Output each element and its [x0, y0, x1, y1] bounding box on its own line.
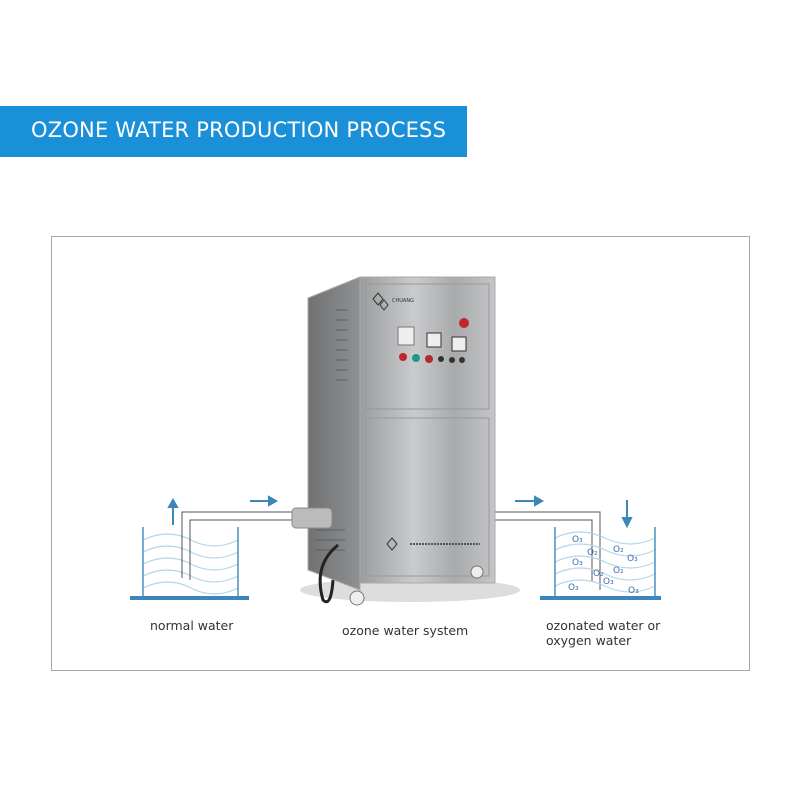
title-banner: OZONE WATER PRODUCTION PROCESS	[0, 106, 467, 157]
ozone-machine-image: CHUANG	[291, 276, 520, 606]
down-arrow-icon	[621, 500, 633, 529]
normal-water-label: normal water	[150, 618, 234, 633]
molecule-label: O₂	[587, 548, 598, 558]
outlet-pipe	[493, 511, 601, 590]
normal-water-tank	[130, 527, 249, 600]
ozonated-water-label-line2: oxygen water	[546, 633, 632, 648]
ozone-water-system-label: ozone water system	[342, 623, 469, 638]
diagram-frame	[51, 236, 750, 671]
molecule-label: O₂	[613, 566, 624, 576]
molecule-label: O₃	[603, 577, 614, 587]
molecule-label: O₂	[593, 569, 604, 579]
molecule-label: O₃	[628, 586, 639, 596]
right-arrow-icon	[250, 495, 545, 507]
molecule-label: O₂	[613, 545, 624, 555]
molecule-label: O₃	[627, 554, 638, 564]
up-arrow-icon	[167, 497, 179, 525]
inlet-pipe	[181, 511, 300, 580]
brand-logo-text: CHUANG	[392, 298, 414, 304]
ozonated-water-tank	[540, 527, 661, 600]
ozonated-water-label-line1: ozonated water or	[546, 618, 661, 633]
molecule-label: O₃	[572, 535, 583, 545]
page-title: OZONE WATER PRODUCTION PROCESS	[31, 118, 447, 142]
molecule-label: O₃	[572, 558, 583, 568]
molecule-label: O₃	[568, 583, 579, 593]
